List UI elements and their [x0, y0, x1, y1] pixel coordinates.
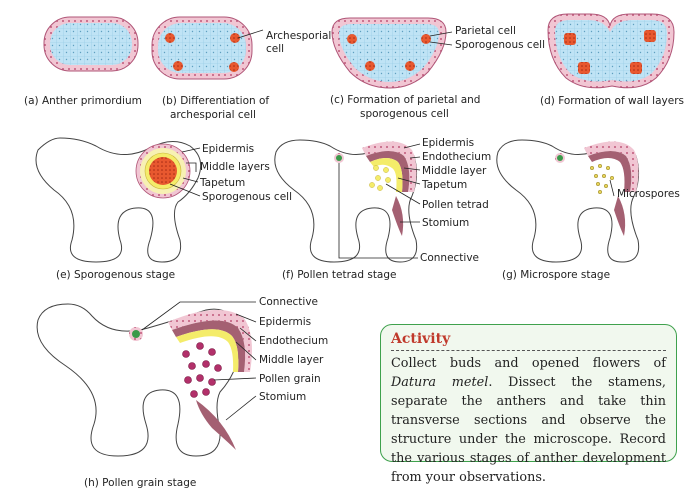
sporogenous-cell	[365, 61, 375, 71]
archesporial-cell	[230, 33, 240, 43]
stage-e-label: Tapetum	[199, 177, 245, 189]
stage-h-label: Middle layer	[259, 354, 324, 366]
archesporial-cell	[229, 62, 239, 72]
stage-a-caption: (a) Anther primordium	[24, 95, 142, 107]
stage-b-caption-line1: (b) Differentiation of	[162, 95, 269, 107]
stage-f-label: Stomium	[422, 217, 469, 229]
stage-f-pollen-tetrad	[274, 139, 421, 263]
activity-box: Activity Collect buds and opened flowers…	[380, 324, 677, 485]
stage-c-caption-line2: sporogenous cell	[360, 108, 449, 120]
stage-e-label: Epidermis	[202, 143, 254, 155]
stage-h-pollen-grain	[36, 301, 257, 457]
label-archesporial-line2: cell	[266, 43, 284, 55]
activity-text-part2: . Dissect the stamens, separate the anth…	[391, 375, 666, 485]
stage-f-label: Endothecium	[422, 151, 491, 163]
stage-f-caption: (f) Pollen tetrad stage	[282, 269, 397, 281]
label-sporogenous-cell: Sporogenous cell	[455, 39, 545, 51]
parietal-cell	[347, 34, 357, 44]
stage-b-archesporial	[151, 16, 264, 80]
stage-h-label: Endothecium	[259, 335, 328, 347]
stage-h-label: Pollen grain	[259, 373, 321, 385]
activity-title: Activity	[391, 331, 666, 351]
stage-f-label: Pollen tetrad	[422, 199, 489, 211]
archesporial-cell	[165, 33, 175, 43]
archesporial-cell	[173, 61, 183, 71]
stage-b-caption-line2: archesporial cell	[170, 109, 256, 121]
stage-a-anther-primordium	[43, 16, 139, 72]
stage-c-parietal-sporogenous	[331, 17, 453, 89]
label-parietal-cell: Parietal cell	[455, 25, 516, 37]
stage-e-label: Middle layers	[200, 161, 270, 173]
label-archesporial-line1: Archesporial	[266, 30, 331, 42]
stage-h-caption: (h) Pollen grain stage	[84, 477, 196, 489]
stage-f-label: Middle layer	[422, 165, 487, 177]
sporogenous-cell	[405, 61, 415, 71]
stage-e-sporogenous	[35, 137, 202, 263]
stage-e-label: Sporogenous cell	[202, 191, 292, 203]
activity-text: Collect buds and opened flowers of Datur…	[391, 354, 666, 487]
stage-d-wall-layers	[547, 13, 675, 89]
stage-h-label: Connective	[259, 296, 318, 308]
activity-species-name: Datura metel	[391, 375, 489, 390]
stage-h-label: Epidermis	[259, 316, 311, 328]
stage-e-caption: (e) Sporogenous stage	[56, 269, 175, 281]
stage-h-label: Stomium	[259, 391, 306, 403]
activity-text-part1: Collect buds and opened flowers of	[391, 356, 666, 371]
stage-c-caption-line1: (c) Formation of parietal and	[330, 94, 480, 106]
stage-d-caption: (d) Formation of wall layers	[540, 95, 684, 107]
stage-g-caption: (g) Microspore stage	[502, 269, 610, 281]
stage-g-microspore	[496, 139, 640, 263]
stage-f-label: Tapetum	[421, 179, 467, 191]
stage-f-label: Epidermis	[422, 137, 474, 149]
stage-f-label: Connective	[420, 252, 479, 264]
sporogenous-cell	[421, 34, 431, 44]
stage-g-label-microspores: Microspores	[617, 188, 680, 200]
